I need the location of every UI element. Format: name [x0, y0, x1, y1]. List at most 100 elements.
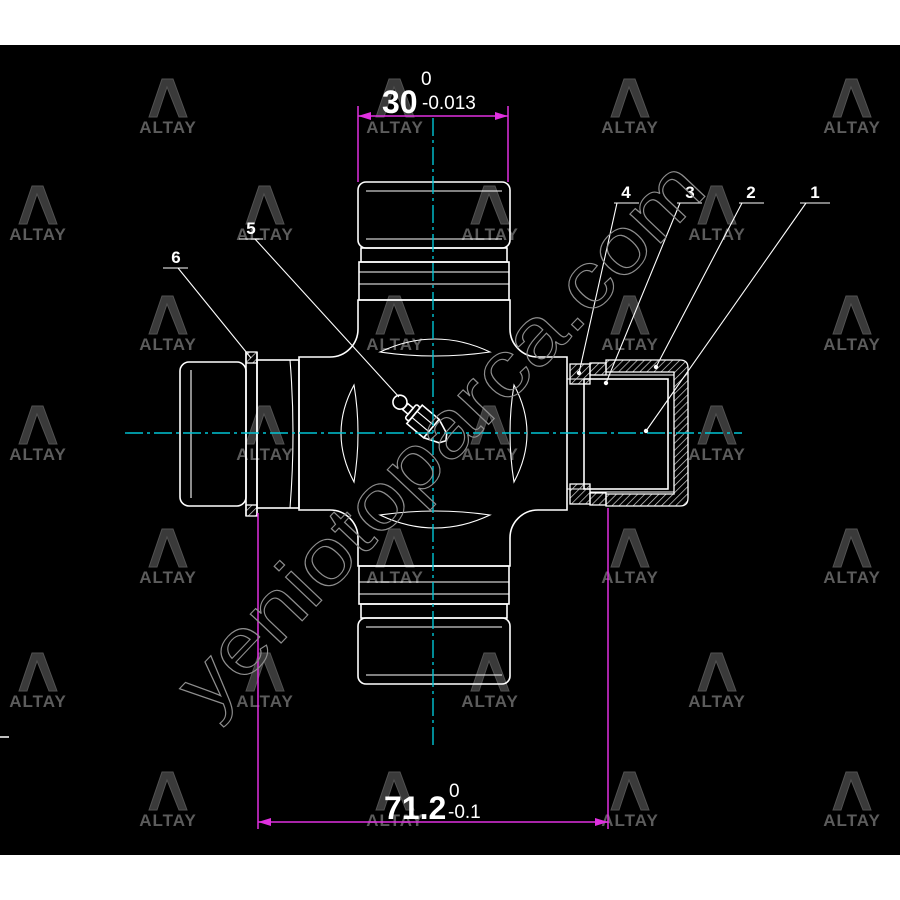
brand-watermark: ALTAY — [9, 405, 67, 464]
brand-watermark-text: ALTAY — [236, 692, 294, 711]
dimension-upper-tolerance: 0 — [449, 781, 460, 802]
brand-watermark: ALTAY — [461, 652, 519, 711]
brand-watermark-text: ALTAY — [823, 811, 881, 830]
seal-ring-bottom — [589, 492, 607, 506]
brand-watermark-text: ALTAY — [601, 118, 659, 137]
right-journal-end — [583, 378, 669, 490]
brand-watermark: ALTAY — [139, 295, 197, 354]
leader-line — [655, 202, 743, 368]
nipple-hex-edge — [416, 410, 435, 426]
part-label: 6 — [171, 248, 180, 267]
part-callout-2: 2 — [653, 183, 764, 370]
leader-dot — [576, 370, 582, 376]
bottom-dimension: 71.2 0 -0.1 — [257, 508, 609, 829]
body-recess-right — [509, 383, 528, 484]
altay-logo-icon — [245, 185, 285, 225]
brand-watermark: ALTAY — [139, 771, 197, 830]
brand-watermark-text: ALTAY — [688, 445, 746, 464]
leader-dot — [603, 380, 609, 386]
leader-line — [605, 202, 681, 384]
altay-logo-icon — [148, 78, 188, 118]
brand-watermark: ALTAY — [9, 652, 66, 711]
brand-watermark: ALTAY — [823, 771, 881, 830]
altay-logo-icon — [245, 405, 285, 445]
brand-watermark-text: ALTAY — [139, 811, 197, 830]
altay-logo-icon — [610, 528, 650, 568]
brand-watermark: ALTAY — [236, 652, 294, 711]
brand-watermark: ALTAY — [139, 78, 196, 137]
altay-logo-icon — [470, 405, 510, 445]
brand-watermark-text: ALTAY — [461, 445, 519, 464]
dimension-lower-tolerance: -0.013 — [422, 93, 476, 114]
leader-line — [645, 202, 807, 432]
right-bearing-cup-section — [567, 359, 689, 507]
brand-watermark: ALTAY — [236, 405, 294, 464]
top-dimension: 30 0 -0.013 — [357, 69, 509, 182]
nipple-hex — [405, 404, 441, 439]
circlip-top — [245, 351, 258, 364]
part-callout-1: 1 — [643, 183, 830, 434]
brand-watermark-text: ALTAY — [823, 335, 881, 354]
altay-logo-icon — [245, 652, 285, 692]
brand-watermark-text: ALTAY — [366, 568, 424, 587]
brand-watermark-text: ALTAY — [139, 335, 197, 354]
grease-nipple — [392, 394, 448, 444]
brand-watermark: ALTAY — [601, 78, 659, 137]
brand-watermark-text: ALTAY — [601, 335, 659, 354]
brand-watermark-text: ALTAY — [688, 225, 746, 244]
part-label: 4 — [621, 183, 631, 202]
altay-logo-icon — [832, 78, 872, 118]
dimension-value: 71.2 — [384, 790, 446, 826]
brand-watermark-text: ALTAY — [366, 335, 424, 354]
brand-watermark: ALTAY — [688, 652, 746, 711]
altay-logo-icon — [375, 295, 415, 335]
altay-logo-icon — [18, 185, 58, 225]
part-callout-3: 3 — [603, 183, 702, 386]
brand-watermark: ALTAY — [823, 528, 880, 587]
left-journal — [256, 359, 300, 509]
brand-watermark: ALTAY — [601, 295, 659, 354]
altay-logo-icon — [832, 528, 872, 568]
brand-watermark: ALTAY — [9, 185, 67, 244]
altay-logo-icon — [470, 652, 510, 692]
altay-logo-icon — [832, 295, 872, 335]
seal-ring-top — [589, 362, 607, 376]
brand-watermark-text: ALTAY — [366, 118, 424, 137]
brand-watermark: ALTAY — [139, 528, 196, 587]
part-callout-6: 6 — [163, 248, 252, 359]
brand-watermark: ALTAY — [461, 405, 519, 464]
altay-logo-icon — [610, 78, 650, 118]
brand-watermark: ALTAY — [601, 528, 658, 587]
altay-logo-icon — [375, 771, 415, 811]
altay-logo-icon — [470, 185, 510, 225]
watermark-layer: ALTAY ALTAY ALTAY ALTAY ALTAY ALTAY ALTAY ALTAY… — [9, 78, 881, 830]
brand-watermark-text: ALTAY — [9, 225, 67, 244]
altay-logo-icon — [697, 652, 737, 692]
altay-logo-icon — [148, 295, 188, 335]
brand-watermark-text: ALTAY — [9, 445, 67, 464]
leader-line — [177, 267, 252, 359]
brand-watermark-text: ALTAY — [601, 811, 659, 830]
bottom-trunnion — [357, 565, 511, 685]
altay-logo-icon — [148, 528, 188, 568]
altay-logo-icon — [148, 771, 188, 811]
brand-watermark-text: ALTAY — [461, 692, 519, 711]
part-label: 2 — [746, 183, 755, 202]
brand-watermark-text: ALTAY — [236, 445, 294, 464]
part-label: 3 — [685, 183, 694, 202]
part-callout-5: 5 — [239, 219, 400, 398]
brand-watermark: ALTAY — [823, 295, 881, 354]
nipple-hex-edge — [411, 417, 430, 432]
altay-logo-icon — [610, 295, 650, 335]
altay-logo-icon — [18, 652, 58, 692]
altay-logo-icon — [697, 405, 737, 445]
brand-watermark-text: ALTAY — [688, 692, 746, 711]
leader-line — [254, 238, 400, 398]
brand-watermark-text: ALTAY — [236, 225, 294, 244]
brand-watermark: ALTAY — [366, 295, 424, 354]
dimension-lower-tolerance: -0.1 — [448, 802, 481, 823]
leader-dot — [653, 364, 659, 370]
altay-logo-icon — [832, 771, 872, 811]
brand-watermark: ALTAY — [688, 185, 746, 244]
